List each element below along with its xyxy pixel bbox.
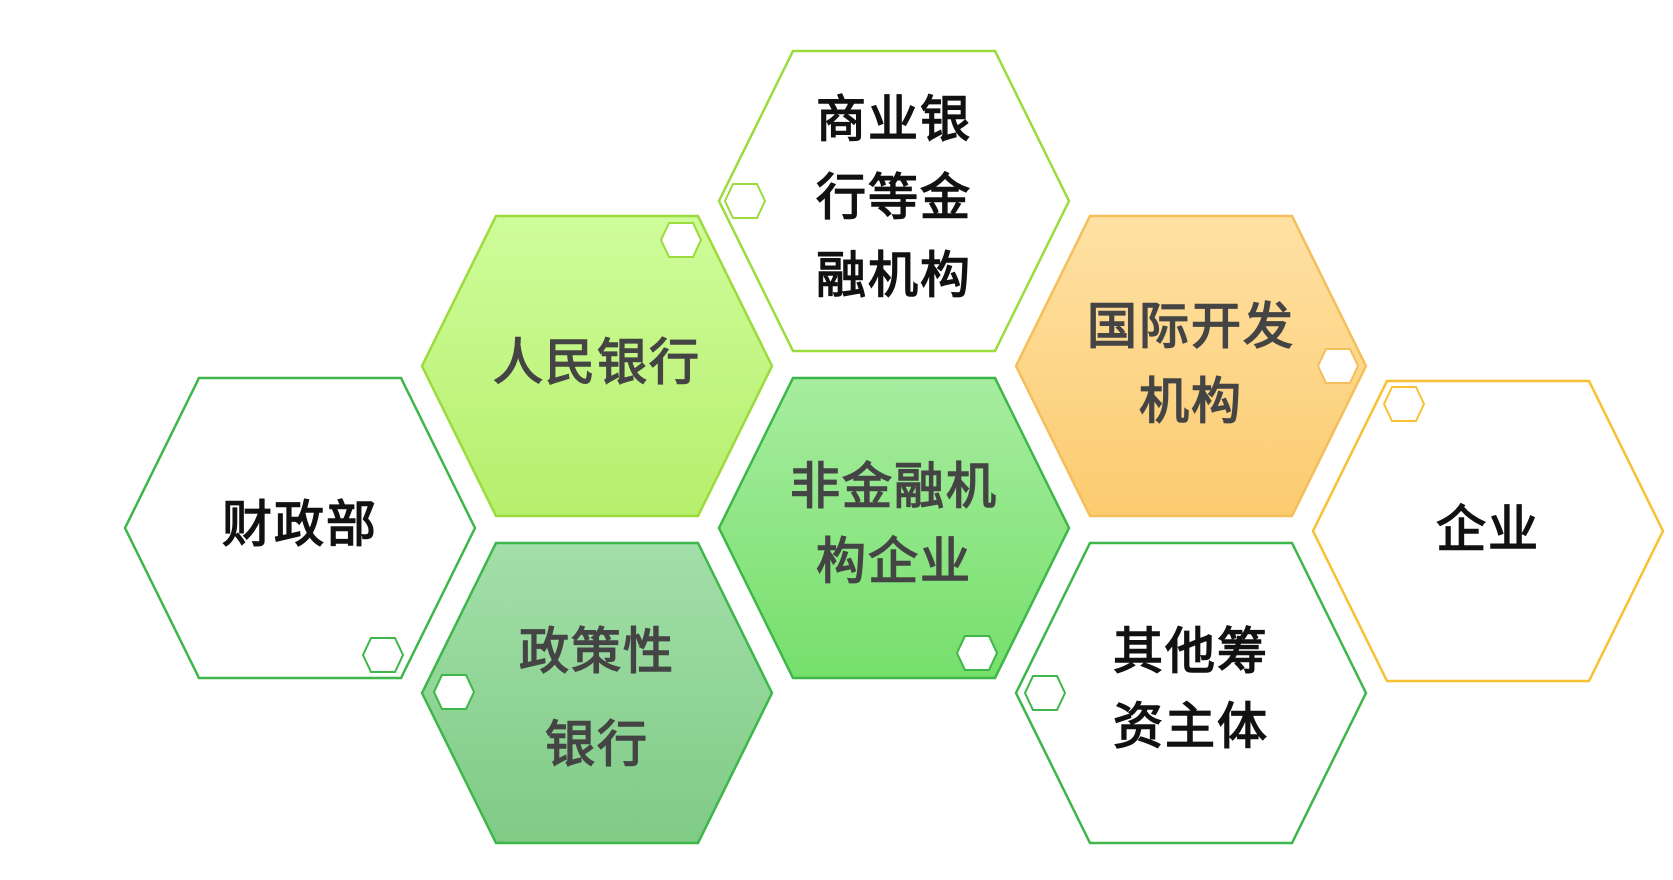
hexagon-mof: 财政部 bbox=[123, 376, 477, 680]
hexagon-label-line: 机构 bbox=[1139, 373, 1243, 431]
hexagon-label-line: 国际开发 bbox=[1087, 298, 1295, 356]
hexagon-shape bbox=[1311, 379, 1665, 683]
hexagon-label-line: 资主体 bbox=[1113, 698, 1269, 756]
small-hexagon-icon bbox=[723, 183, 767, 219]
hexagon-shape bbox=[717, 376, 1071, 680]
hexagon-label-line: 融机构 bbox=[816, 247, 972, 305]
hexagon-shape bbox=[717, 49, 1071, 353]
hexagon-label-line: 商业银 bbox=[816, 91, 972, 149]
small-hexagon-icon bbox=[432, 674, 476, 710]
hexagon-label-line: 企业 bbox=[1436, 501, 1540, 559]
hexagon-label-line: 构企业 bbox=[816, 533, 972, 591]
hexagon-shape bbox=[123, 376, 477, 680]
small-hexagon-icon bbox=[1023, 675, 1067, 711]
hexagon-pboc: 人民银行 bbox=[420, 214, 774, 518]
hexagon-label-line: 行等金 bbox=[816, 169, 972, 227]
hexagon-label-line: 银行 bbox=[545, 716, 649, 774]
hexagon-label-line: 人民银行 bbox=[493, 334, 701, 392]
small-hexagon-icon bbox=[1316, 348, 1360, 384]
hexagon-label-line: 财政部 bbox=[222, 496, 378, 554]
small-hexagon-icon bbox=[659, 222, 703, 258]
small-hexagon-icon bbox=[955, 635, 999, 671]
hexagon-label-line: 其他筹 bbox=[1113, 623, 1269, 681]
hexagon-enterprise: 企业 bbox=[1311, 379, 1665, 683]
hexagon-shape bbox=[1014, 214, 1368, 518]
hexagon-shape bbox=[1014, 541, 1368, 845]
hexagon-label-line: 政策性 bbox=[519, 623, 675, 681]
small-hexagon-icon bbox=[361, 637, 405, 673]
hexagon-shape bbox=[420, 214, 774, 518]
hexagon-shape bbox=[420, 541, 774, 845]
hexagon-label-line: 非金融机 bbox=[790, 458, 998, 516]
small-hexagon-icon bbox=[1382, 386, 1426, 422]
